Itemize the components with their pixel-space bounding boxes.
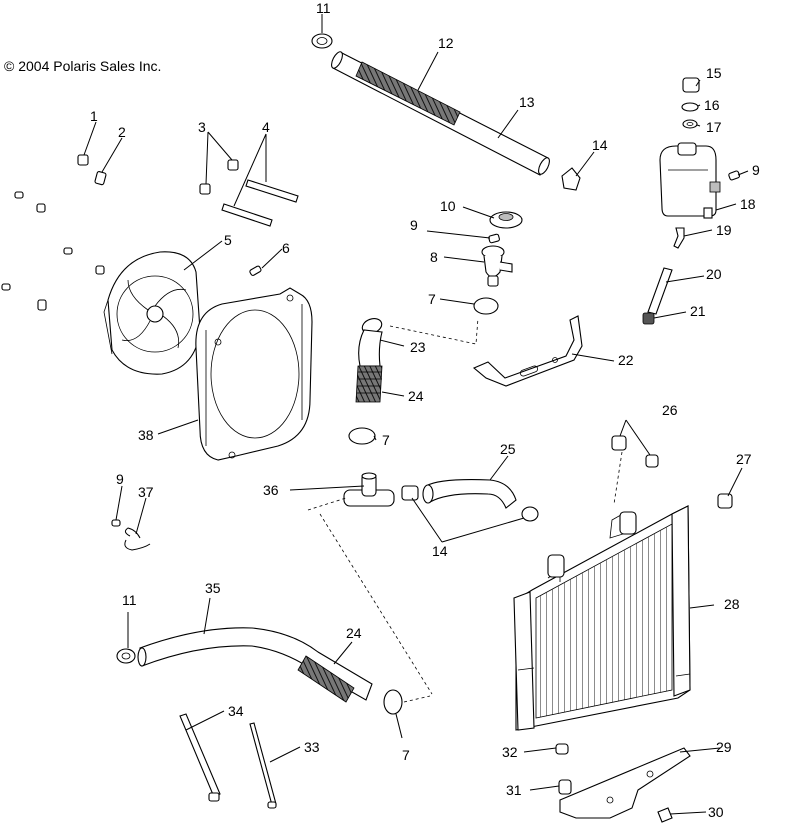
callout-13: 13 [519, 94, 535, 110]
overflow-hose-part [642, 267, 673, 325]
callout-38: 38 [138, 427, 154, 443]
callout-30: 30 [708, 804, 724, 820]
callout-25: 25 [500, 441, 516, 457]
callout-10: 10 [440, 198, 456, 214]
callout-15: 15 [706, 65, 722, 81]
grommet-part [555, 743, 572, 795]
hose-clip-part [111, 519, 151, 551]
callout-21: 21 [690, 303, 706, 319]
screw-part [249, 265, 262, 276]
callout-16: 16 [704, 97, 720, 113]
hose-clamp-part [473, 297, 499, 315]
callout-27: 27 [736, 451, 752, 467]
callout-9: 9 [116, 471, 124, 487]
radiator-part [513, 505, 691, 731]
callout-26: 26 [662, 402, 678, 418]
mounting-bracket-part [472, 315, 583, 387]
fastener-part [1, 191, 105, 311]
callout-12: 12 [438, 35, 454, 51]
filler-neck-part [481, 245, 513, 287]
callout-4: 4 [262, 119, 270, 135]
screw-part [488, 233, 500, 244]
callout-9: 9 [752, 162, 760, 178]
callout-1: 1 [90, 108, 98, 124]
callout-23: 23 [410, 339, 426, 355]
grommet-pin-part [199, 159, 299, 227]
callout-labels: 11 12 13 14 15 16 17 9 18 19 20 21 22 10… [90, 0, 760, 820]
callout-14: 14 [432, 543, 448, 559]
callout-33: 33 [304, 739, 320, 755]
callout-32: 32 [502, 744, 518, 760]
radiator-hose-part [401, 479, 539, 522]
fan-shroud-part [195, 287, 313, 461]
callout-5: 5 [224, 232, 232, 248]
radiator-hose-part [355, 318, 383, 403]
callout-22: 22 [618, 352, 634, 368]
callout-2: 2 [118, 124, 126, 140]
fastener-part [77, 154, 107, 186]
leader-lines [83, 14, 749, 815]
copyright-notice: © 2004 Polaris Sales Inc. [4, 58, 162, 74]
callout-24: 24 [346, 625, 362, 641]
lower-radiator-hose-part [137, 627, 373, 703]
upper-radiator-hose-part [331, 51, 550, 176]
callout-11: 11 [122, 592, 137, 608]
hose-clamp-part [116, 648, 136, 664]
callout-8: 8 [430, 249, 438, 265]
callout-31: 31 [506, 782, 522, 798]
coolant-reservoir-part [659, 142, 721, 219]
callout-6: 6 [282, 240, 290, 256]
hose-clamp-part [561, 167, 581, 191]
callout-14: 14 [592, 137, 608, 153]
callout-9: 9 [410, 217, 418, 233]
screw-part [728, 170, 741, 181]
hose-clamp-part [383, 689, 403, 715]
tee-fitting-part [343, 472, 395, 507]
hose-fitting-part [673, 227, 685, 249]
grommet-part [611, 435, 733, 509]
callout-28: 28 [724, 596, 740, 612]
reservoir-cap-part [681, 77, 700, 129]
callout-36: 36 [263, 482, 279, 498]
screw-part [657, 807, 673, 823]
callout-11: 11 [316, 0, 331, 16]
callout-18: 18 [740, 196, 756, 212]
callout-7: 7 [402, 747, 410, 763]
hose-clamp-part [311, 33, 333, 49]
hose-clamp-part [348, 427, 376, 445]
callout-19: 19 [716, 222, 732, 238]
callout-17: 17 [706, 119, 722, 135]
callout-34: 34 [228, 703, 244, 719]
callout-29: 29 [716, 739, 732, 755]
cooling-fan-part [103, 251, 201, 375]
callout-7: 7 [428, 291, 436, 307]
callout-24: 24 [408, 388, 424, 404]
callout-37: 37 [138, 484, 154, 500]
radiator-cap-part [489, 211, 523, 229]
long-bolt-part [179, 713, 277, 809]
radiator-bracket-part [559, 747, 691, 819]
callout-20: 20 [706, 266, 722, 282]
callout-35: 35 [205, 580, 221, 596]
callout-3: 3 [198, 119, 206, 135]
callout-7: 7 [382, 432, 390, 448]
